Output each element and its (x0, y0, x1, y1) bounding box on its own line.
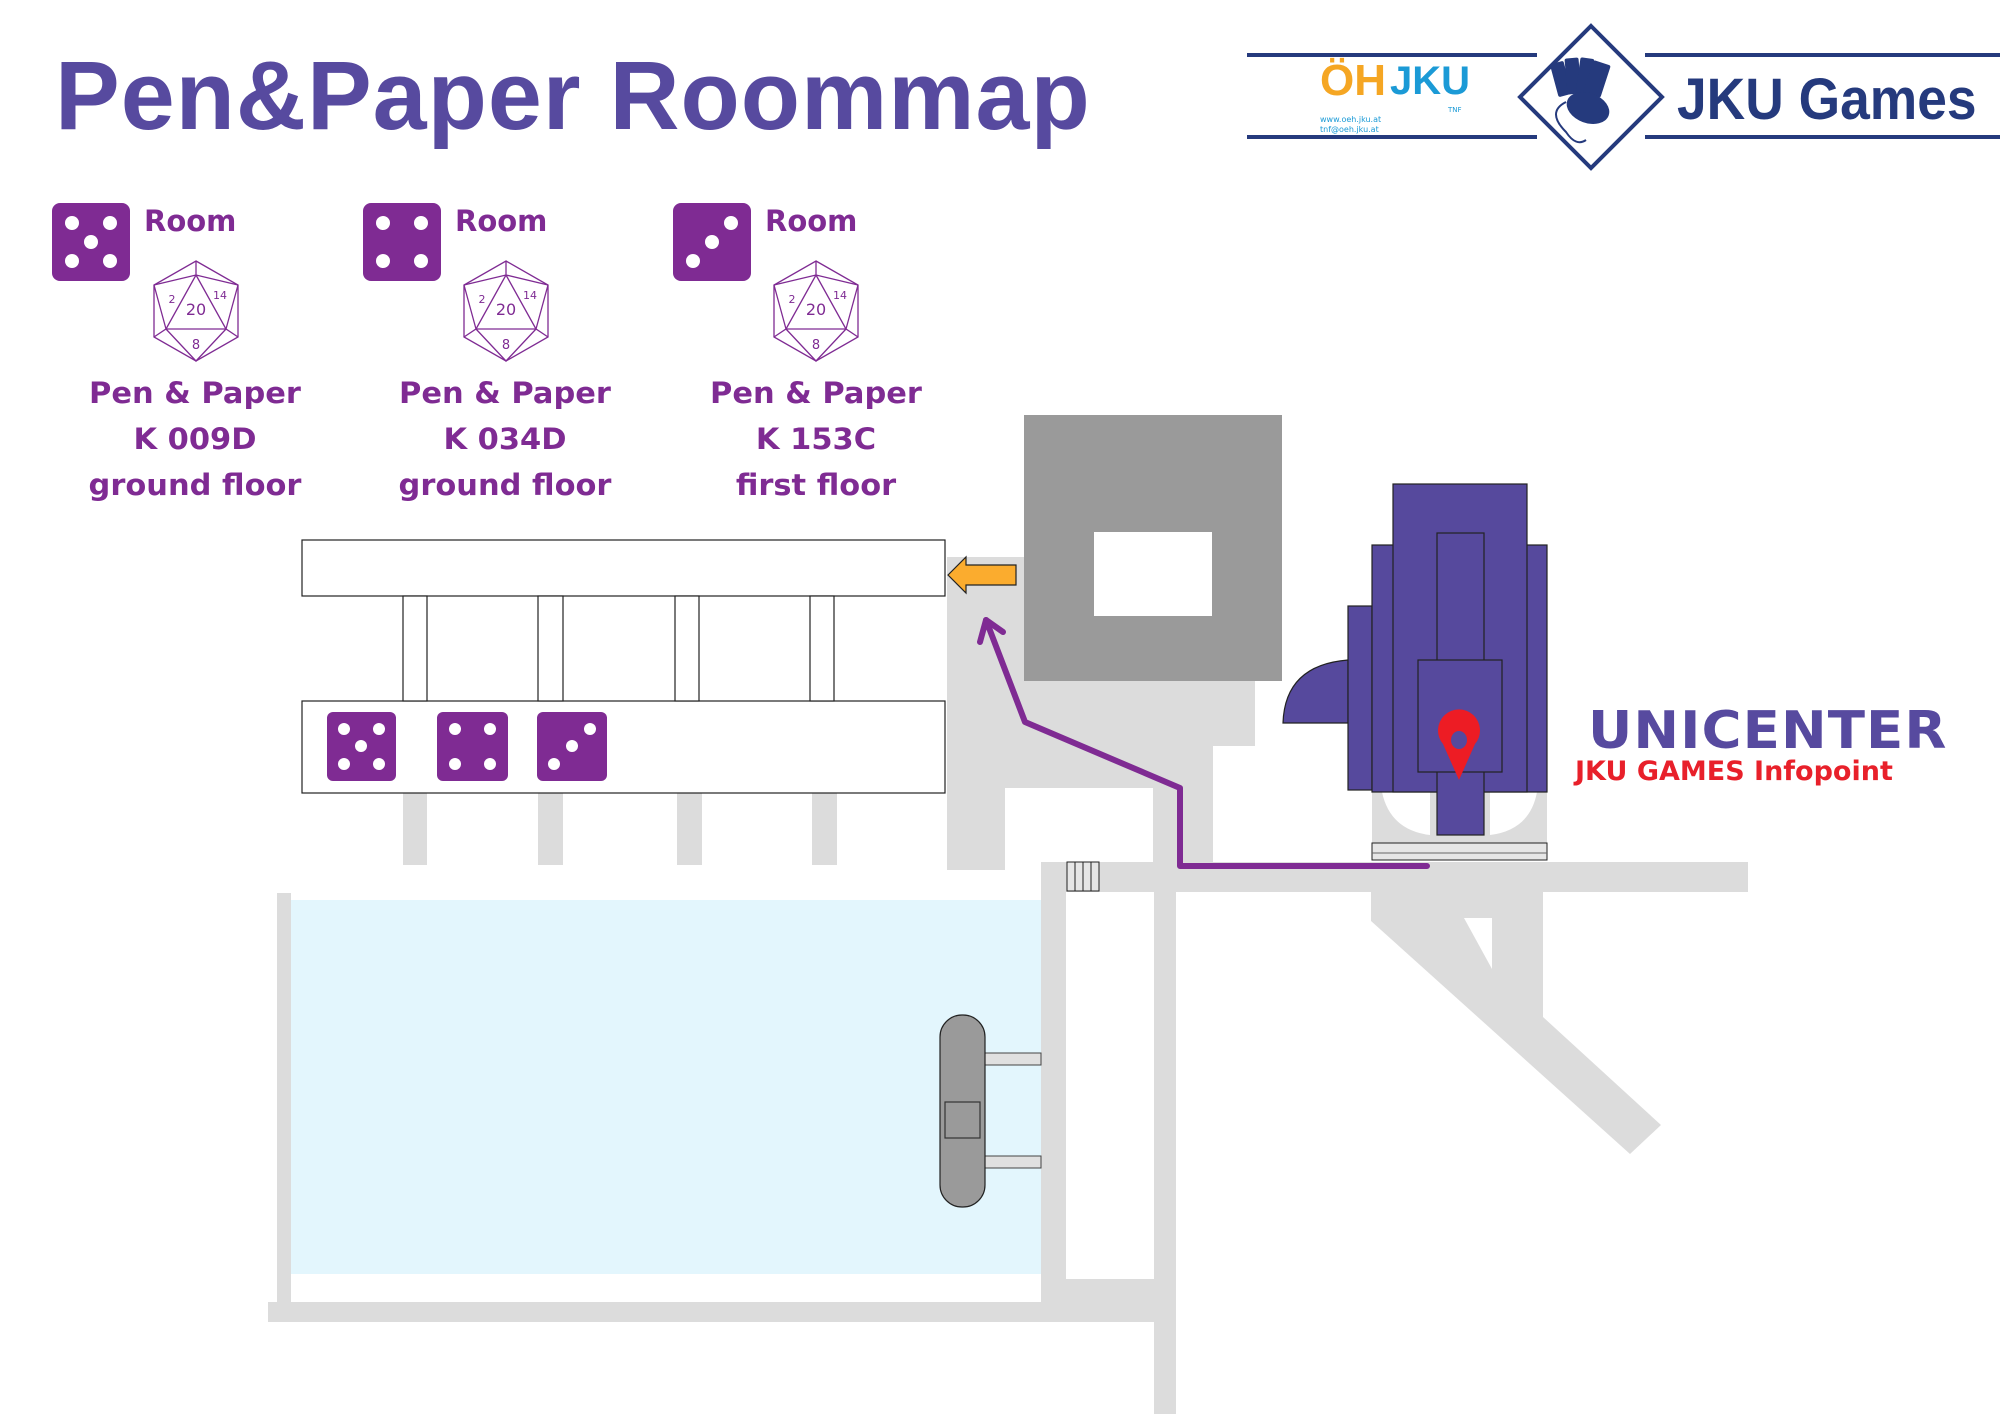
gate-icon (1066, 861, 1100, 892)
d20-face-right: 14 (213, 289, 227, 302)
road-vertical-right (1154, 862, 1176, 1414)
room-number: K 009D (133, 422, 257, 456)
stub-path (812, 793, 837, 865)
d20-face-bottom: 8 (812, 338, 820, 353)
road-junction (1066, 1279, 1154, 1302)
stub-path (677, 793, 702, 865)
room-heading: Room (144, 204, 237, 238)
room-legend-3: Room 20 8 2 14 Pen & Paper K 153C first … (673, 200, 973, 502)
room-type: Pen & Paper (399, 376, 611, 410)
die-five-icon (52, 203, 130, 281)
die-four-marker-icon (437, 712, 508, 781)
unicenter-label: UNICENTER (1588, 701, 1948, 761)
d20-face-left: 2 (479, 293, 486, 306)
room-number: K 153C (755, 422, 877, 456)
road-left (277, 893, 291, 1305)
d20-icon: 20 8 2 14 (153, 260, 239, 362)
stub-path (538, 793, 563, 865)
route-arrowhead-icon (977, 617, 1006, 645)
header-rule-top-left (1247, 53, 1537, 57)
room-heading: Room (765, 204, 858, 238)
bridge (939, 1014, 1042, 1208)
jku-logo-text: JKU (1390, 59, 1471, 103)
d20-icon: 20 8 2 14 (773, 260, 859, 362)
road-vertical-left (1041, 862, 1066, 1322)
diagonal-road (1371, 890, 1661, 1154)
location-pin-icon (1438, 709, 1480, 780)
room-heading: Room (455, 204, 548, 238)
die-five-marker-icon (327, 712, 396, 781)
die-three-marker-icon (537, 712, 607, 781)
infopoint-label: JKU GAMES Infopoint (1575, 756, 1893, 787)
entrance-steps (1371, 842, 1548, 861)
die-four-icon (363, 203, 441, 281)
d20-face-top: 20 (186, 300, 206, 319)
room-floor: ground floor (398, 468, 612, 502)
d20-face-top: 20 (806, 300, 826, 319)
unicenter-building (1282, 483, 1548, 836)
room-floor: first floor (735, 468, 897, 502)
d20-face-right: 14 (833, 289, 847, 302)
tnf-logo-text: TNF (1448, 106, 1462, 114)
room-number: K 034D (443, 422, 567, 456)
building-south-wing (301, 700, 946, 794)
brand-name: JKU Games (1677, 67, 1977, 132)
lake (291, 900, 1041, 1274)
d20-face-right: 14 (523, 289, 537, 302)
header-rule-bottom-left (1247, 135, 1537, 139)
d20-face-left: 2 (169, 293, 176, 306)
room-legend-2: Room 20 8 2 14 Pen & Paper K 034D ground… (363, 200, 663, 502)
route-path (983, 617, 1430, 869)
header-rule-bottom-right (1645, 135, 2000, 139)
room-legend-1: Room 20 8 2 14 Pen & Paper K 009D ground… (52, 200, 352, 502)
oeh-jku-logo: ÖH JKU TNF www.oeh.jku.at tnf@oeh.jku.at (1320, 58, 1480, 138)
page-title: Pen&Paper Roommap (55, 41, 1091, 150)
oeh-website: www.oeh.jku.at (1320, 115, 1382, 124)
die-three-icon (673, 203, 751, 281)
stub-path (403, 793, 427, 865)
d20-face-top: 20 (496, 300, 516, 319)
jku-games-diamond-logo-icon (1517, 23, 1665, 171)
forecourt-arches (1382, 792, 1537, 835)
room-floor: ground floor (88, 468, 302, 502)
building-north-wing (301, 539, 946, 597)
room-type: Pen & Paper (89, 376, 301, 410)
header-rule-top-right (1645, 53, 2000, 57)
entrance-arrow-icon (947, 555, 1017, 595)
pen-paper-building (301, 539, 946, 794)
d20-face-bottom: 8 (502, 338, 510, 353)
road-bottom (268, 1302, 1154, 1322)
d20-icon: 20 8 2 14 (463, 260, 549, 362)
room-type: Pen & Paper (710, 376, 922, 410)
courtyard (1094, 532, 1212, 616)
oeh-logo-text: ÖH (1320, 56, 1386, 105)
d20-face-bottom: 8 (192, 338, 200, 353)
oeh-email: tnf@oeh.jku.at (1320, 125, 1379, 134)
d20-face-left: 2 (789, 293, 796, 306)
